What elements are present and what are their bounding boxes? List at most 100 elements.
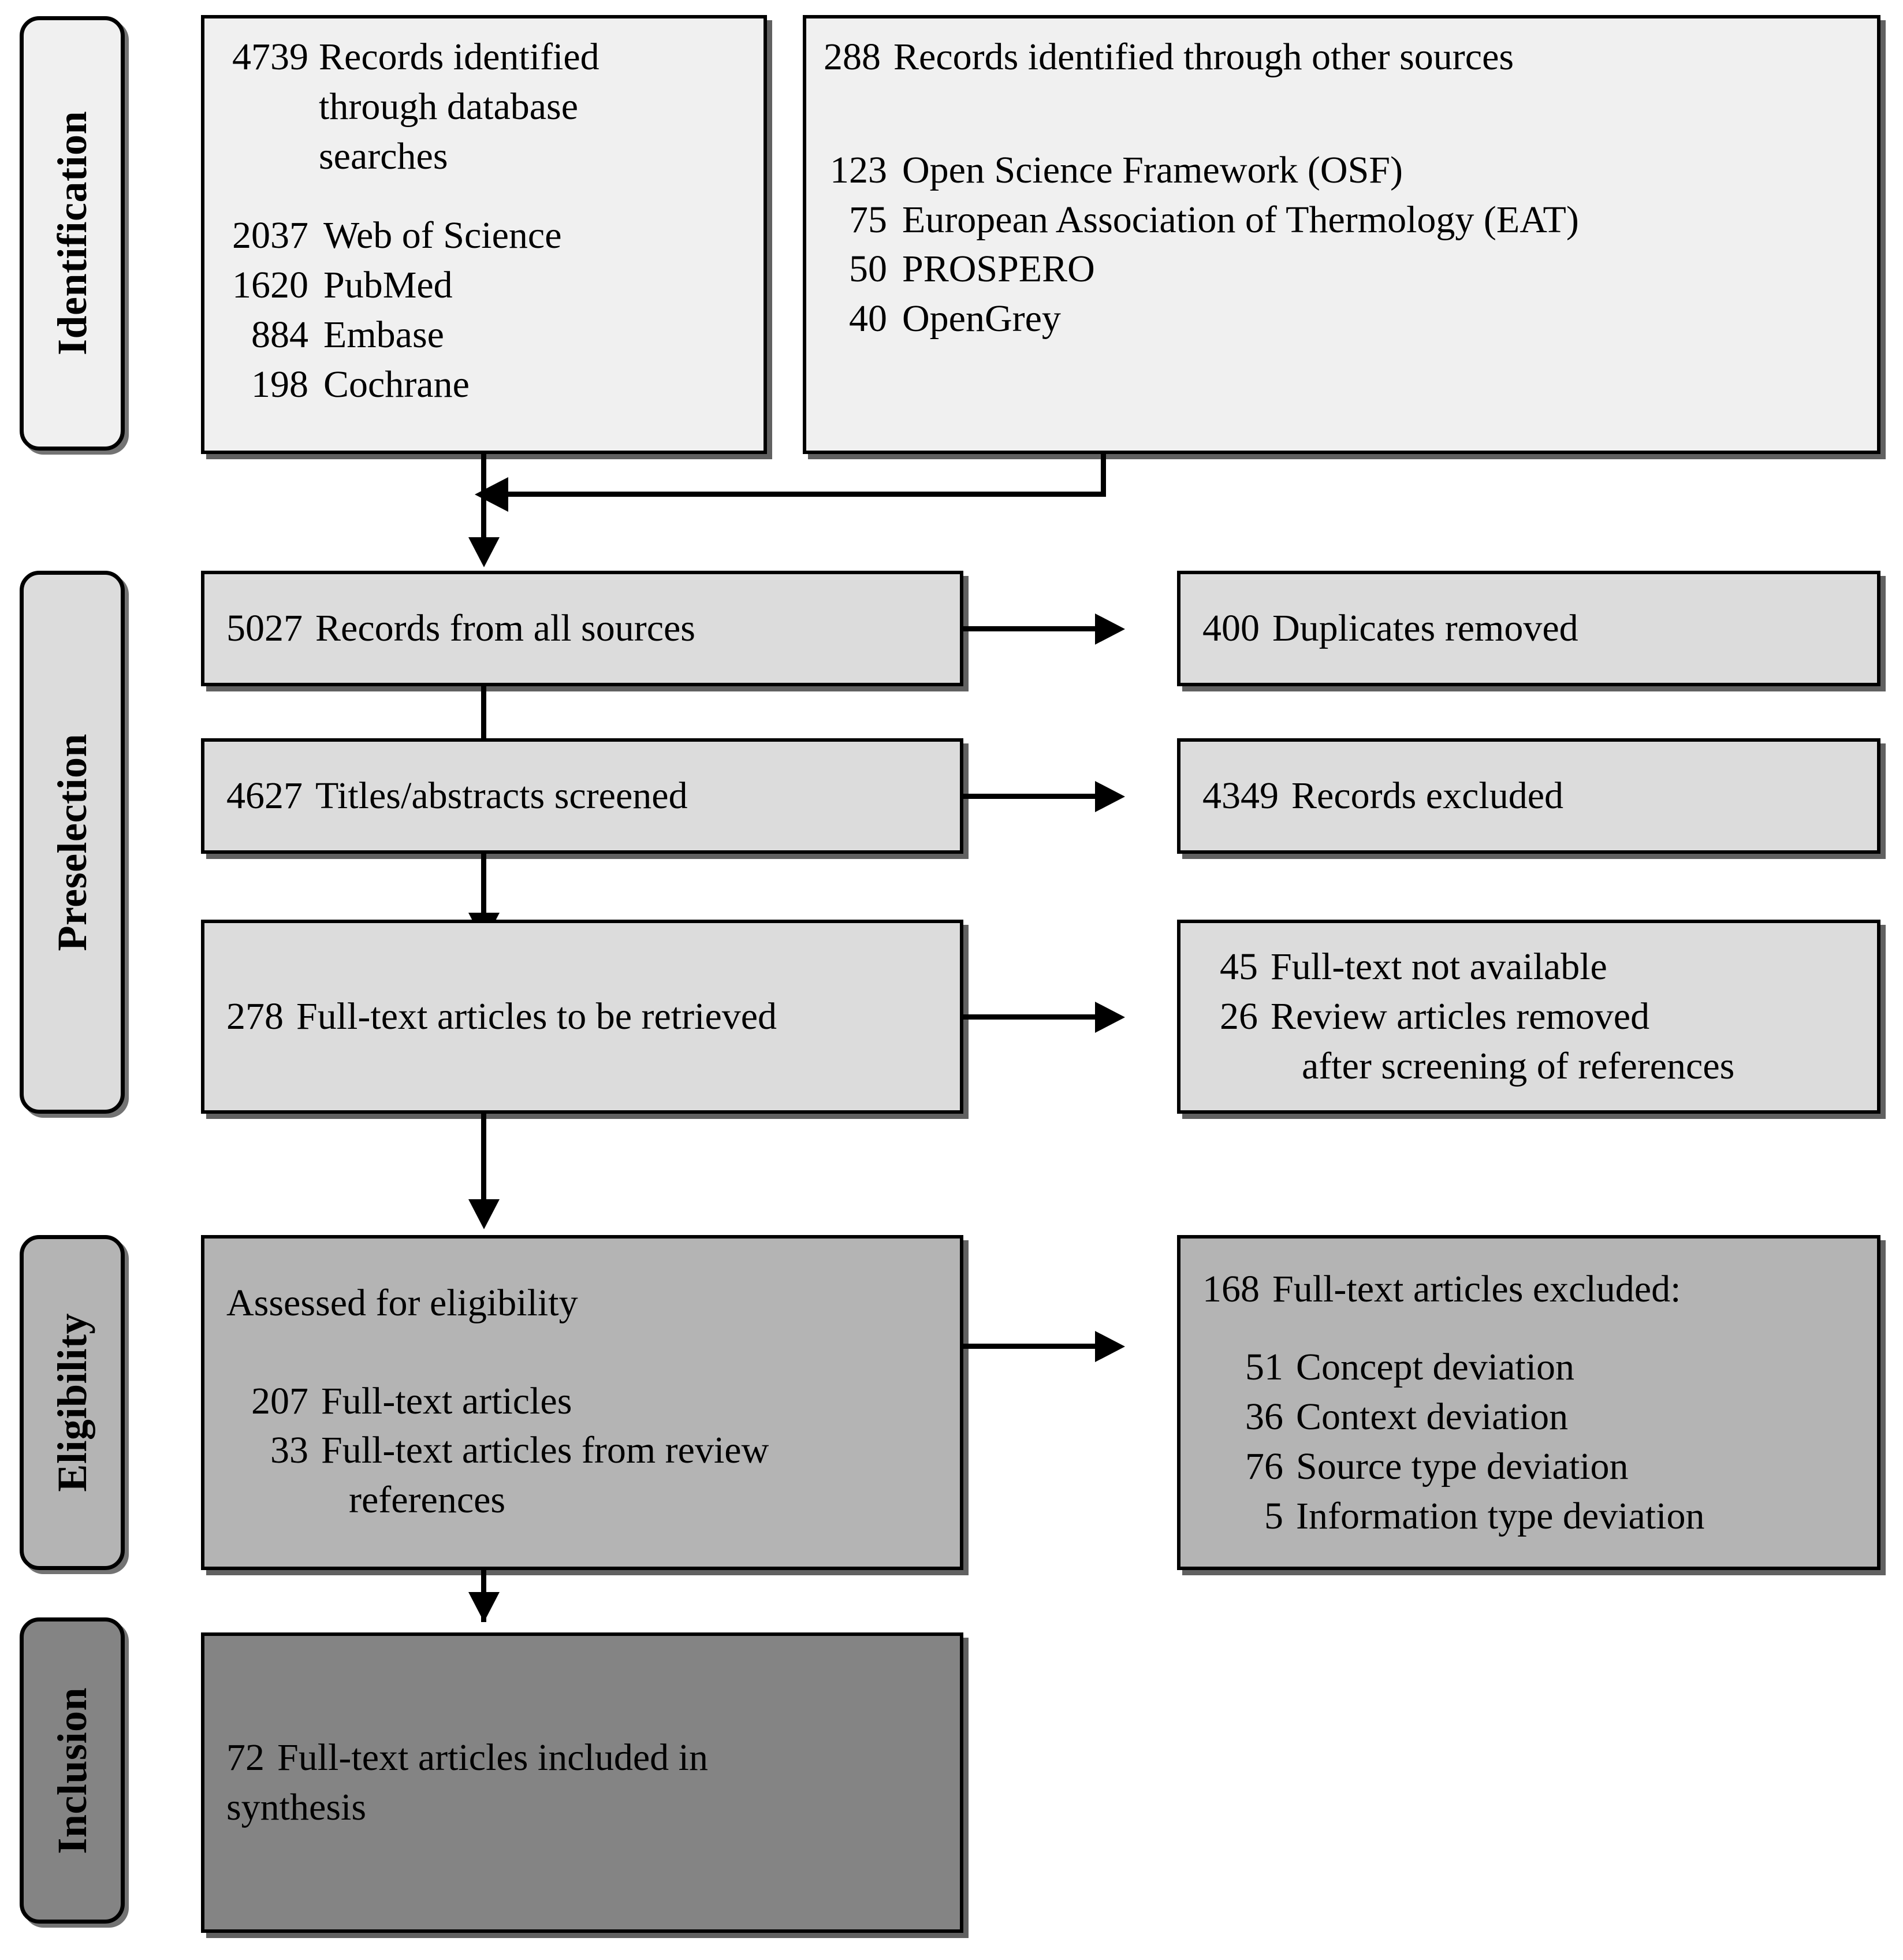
unavailable-row: 26 Review articles removed [1202, 992, 1855, 1042]
duplicates-removed-label: Duplicates removed [1272, 607, 1578, 650]
connector-titles-to-fulltext [481, 854, 486, 920]
review-removed-count: 26 [1220, 995, 1258, 1038]
database-source-name: Cochrane [323, 363, 470, 406]
box-included-synthesis: 72 Full-text articles included in synthe… [201, 1632, 963, 1933]
connector-assessed-to-excluded [963, 1344, 1096, 1349]
box-database-records: 4739 Records identified through database… [201, 15, 767, 454]
box-fulltext-unavailable: 45 Full-text not available 26 Review art… [1177, 920, 1880, 1114]
titles-screened-label: Titles/abstracts screened [315, 775, 688, 817]
connector-fulltext-to-assessed [481, 1114, 486, 1206]
assessed-row: 207 Full-text articles [226, 1377, 938, 1426]
arrowhead-right-excluded [1095, 781, 1125, 812]
phase-label-inclusion-text: Inclusion [49, 1687, 95, 1854]
box-fulltext-excluded: 168 Full-text articles excluded: 51 Conc… [1177, 1235, 1880, 1570]
arrowhead-down-to-included [468, 1592, 500, 1622]
arrowhead-right-duplicates [1095, 613, 1125, 645]
exclusion-reason-count: 5 [1264, 1494, 1283, 1537]
database-records-label-line2: through database [319, 85, 579, 128]
database-source-count: 884 [251, 313, 308, 356]
connector-fulltext-to-unavailable [963, 1014, 1096, 1020]
exclusion-reason-row: 76 Source type deviation [1202, 1442, 1855, 1492]
database-records-label: Records identified [319, 36, 599, 78]
included-synthesis-count: 72 [226, 1736, 265, 1779]
phase-label-eligibility-text: Eligibility [49, 1313, 95, 1492]
database-source-name: Embase [323, 313, 444, 356]
database-source-count: 2037 [232, 214, 308, 257]
other-source-count: 50 [849, 248, 887, 291]
other-source-count: 40 [849, 297, 887, 340]
titles-screened-count: 4627 [226, 775, 303, 817]
assessed-fulltext-label: Full-text articles [321, 1379, 572, 1422]
arrowhead-down-to-allrecords [468, 537, 500, 567]
exclusion-reason-row: 5 Information type deviation [1202, 1492, 1855, 1541]
database-source-count: 198 [251, 363, 308, 406]
database-source-row: 2037 Web of Science [222, 211, 746, 261]
box-records-excluded: 4349 Records excluded [1177, 738, 1880, 854]
database-source-row: 1620 PubMed [222, 261, 746, 310]
assessed-eligibility-heading: Assessed for eligibility [226, 1282, 578, 1325]
assessed-review-continuation: references [349, 1479, 506, 1522]
other-source-row: 40 OpenGrey [824, 294, 1860, 344]
fulltext-retrieved-label: Full-text articles to be retrieved [296, 995, 777, 1038]
connector-allrecords-to-duplicates [963, 626, 1096, 631]
exclusion-reason-count: 36 [1245, 1396, 1283, 1438]
box-assessed-eligibility: Assessed for eligibility 207 Full-text a… [201, 1235, 963, 1570]
records-excluded-label: Records excluded [1291, 775, 1563, 817]
exclusion-reason-label: Concept deviation [1296, 1346, 1575, 1389]
fulltext-excluded-count: 168 [1202, 1267, 1260, 1310]
duplicates-removed-count: 400 [1202, 607, 1260, 650]
phase-label-inclusion: Inclusion [20, 1617, 125, 1924]
other-source-count: 75 [849, 198, 887, 241]
exclusion-reason-label: Source type deviation [1296, 1445, 1629, 1487]
arrowhead-down-to-assessed [468, 1199, 500, 1229]
review-removed-continuation: after screening of references [1302, 1044, 1735, 1087]
exclusion-reason-count: 51 [1245, 1346, 1283, 1389]
box-titles-screened: 4627 Titles/abstracts screened [201, 738, 963, 854]
exclusion-reason-label: Context deviation [1296, 1396, 1569, 1438]
unavailable-row: 45 Full-text not available [1202, 942, 1855, 992]
phase-label-preselection: Preselection [20, 571, 125, 1114]
exclusion-reason-row: 51 Concept deviation [1202, 1342, 1855, 1392]
assessed-fulltext-count: 207 [251, 1379, 308, 1422]
database-source-name: Web of Science [323, 214, 562, 257]
included-synthesis-label: Full-text articles included in [277, 1736, 708, 1779]
phase-label-preselection-text: Preselection [49, 733, 95, 951]
box-duplicates-removed: 400 Duplicates removed [1177, 571, 1880, 686]
other-source-name: OpenGrey [902, 297, 1061, 340]
connector-allrecords-to-titles [481, 686, 486, 756]
arrowhead-right-unavailable [1095, 1002, 1125, 1033]
other-source-row: 123 Open Science Framework (OSF) [824, 146, 1860, 195]
database-source-name: PubMed [323, 264, 453, 307]
other-source-row: 50 PROSPERO [824, 244, 1860, 294]
phase-label-identification-text: Identification [49, 111, 95, 356]
assessed-review-label: Full-text articles from review [321, 1429, 769, 1472]
other-source-name: European Association of Thermology (EAT) [902, 198, 1579, 241]
included-synthesis-label-line2: synthesis [226, 1786, 367, 1828]
records-excluded-count: 4349 [1202, 775, 1279, 817]
arrowhead-right-fulltext-excluded [1095, 1331, 1125, 1362]
fulltext-excluded-label: Full-text articles excluded: [1272, 1267, 1681, 1310]
fulltext-unavailable-count: 45 [1220, 946, 1258, 988]
review-removed-label: Review articles removed [1271, 995, 1650, 1038]
assessed-review-count: 33 [270, 1429, 308, 1472]
other-source-name: Open Science Framework (OSF) [902, 148, 1403, 191]
all-records-count: 5027 [226, 607, 303, 650]
exclusion-reason-count: 76 [1245, 1445, 1283, 1487]
other-source-count: 123 [830, 148, 887, 191]
connector-othersources-horizontal [508, 492, 1106, 497]
database-source-count: 1620 [232, 264, 308, 307]
connector-titles-to-excluded [963, 794, 1096, 799]
connector-othersources-vertical [1101, 454, 1106, 497]
database-records-count: 4739 [232, 36, 308, 78]
exclusion-reason-row: 36 Context deviation [1202, 1392, 1855, 1442]
assessed-row: 33 Full-text articles from review [226, 1426, 938, 1475]
other-records-label: Records identified through other sources [893, 36, 1514, 78]
fulltext-retrieved-count: 278 [226, 995, 284, 1038]
all-records-label: Records from all sources [315, 607, 695, 650]
other-source-row: 75 European Association of Thermology (E… [824, 195, 1860, 245]
other-records-count: 288 [824, 36, 881, 78]
box-all-records: 5027 Records from all sources [201, 571, 963, 686]
fulltext-unavailable-label: Full-text not available [1271, 946, 1607, 988]
box-fulltext-retrieved: 278 Full-text articles to be retrieved [201, 920, 963, 1114]
